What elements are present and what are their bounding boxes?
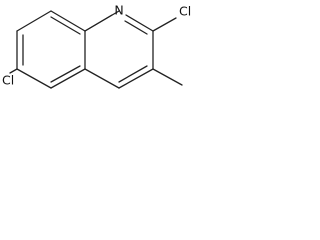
bond-c3-methyl: [152, 68, 183, 86]
double-bond-inner-top: [50, 16, 81, 35]
bond-c6-cl: [9, 68, 18, 74]
quinoline-structure-diagram: N Cl Cl: [2, 3, 191, 89]
pyridine-ring: [84, 14, 154, 89]
bond-c7-c6: [16, 10, 52, 32]
bond-c4-c4a: [84, 68, 120, 89]
substituents: [9, 17, 183, 86]
bond-c3-c4: [118, 68, 154, 89]
double-bond-inner-bottom: [50, 65, 81, 83]
bond-c5-c4a: [16, 68, 52, 89]
chlorine-atom-label-top: Cl: [179, 4, 191, 19]
bond-c2-cl: [152, 17, 177, 32]
chlorine-atom-label-left: Cl: [2, 73, 14, 88]
double-bond-c2-n: [124, 20, 148, 35]
bond-n-c2: [125, 14, 154, 32]
benzene-ring: [16, 10, 120, 89]
double-bond-c3-c4: [118, 65, 148, 83]
bond-c8a-n: [84, 14, 113, 32]
bond-c8-c7: [50, 10, 86, 32]
nitrogen-atom-label: N: [114, 3, 123, 18]
bond-c4a-c8a: [50, 68, 86, 89]
